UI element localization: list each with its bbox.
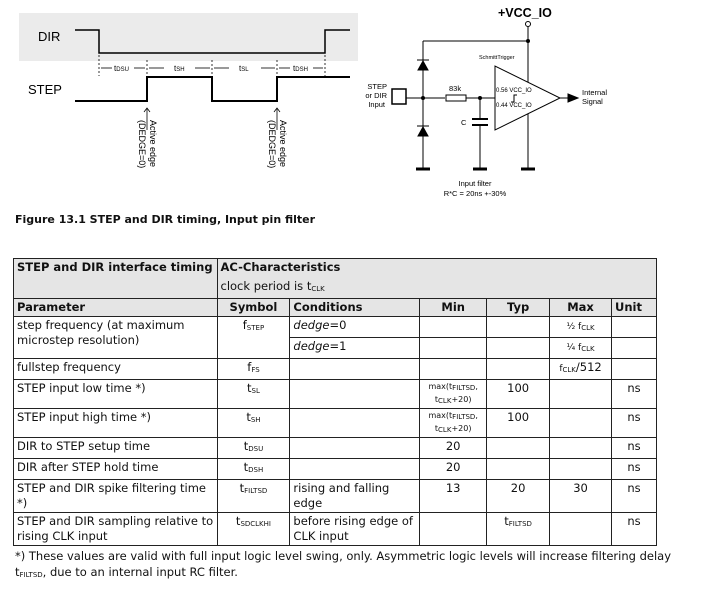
cell-condition: before rising edge of CLK input bbox=[289, 512, 421, 546]
cell-parameter: fullstep frequency bbox=[13, 358, 218, 380]
cell-parameter: STEP input high time *) bbox=[13, 408, 218, 438]
figure-caption: Figure 13.1 STEP and DIR timing, Input p… bbox=[15, 213, 316, 226]
header-symbol: Symbol bbox=[216, 298, 291, 317]
cell-max: fCLK/512 bbox=[549, 358, 612, 380]
cell-unit: ns bbox=[610, 379, 658, 409]
input-label-2: or DIR bbox=[365, 91, 387, 100]
dedge-label-2: (DEDGE=0) bbox=[267, 120, 277, 168]
cell-unit: ns bbox=[610, 437, 658, 459]
capacitor-label: C bbox=[461, 118, 467, 127]
table-row: STEP input high time *)tSH max(tFILTSD,tC… bbox=[13, 408, 658, 438]
input-label-3: Input bbox=[368, 100, 386, 109]
vcc-label: +VCC_IO bbox=[498, 6, 552, 20]
table-row: STEP input low time *)tSL max(tFILTSD,tCL… bbox=[13, 379, 658, 409]
output-label-2: Signal bbox=[582, 97, 603, 106]
filter-label-2: R*C = 20ns +-30% bbox=[444, 189, 507, 198]
timing-diagram bbox=[19, 13, 358, 130]
resistor-label: 83k bbox=[449, 84, 461, 93]
active-edge-label-1: Active edge bbox=[148, 120, 158, 167]
cell-symbol: tSL bbox=[216, 379, 291, 409]
dedge-label-1: (DEDGE=0) bbox=[137, 120, 147, 168]
cell-min: 20 bbox=[419, 437, 488, 459]
cell-min: max(tFILTSD,tCLK+20) bbox=[419, 408, 488, 438]
t-sh-label: tSH bbox=[174, 64, 185, 73]
output-label-1: Internal bbox=[582, 88, 607, 97]
table-row: STEP and DIR sampling relative to rising… bbox=[13, 512, 658, 546]
active-edge-label-2: Active edge bbox=[278, 120, 288, 167]
cell-max: ¼ fCLK bbox=[549, 337, 612, 359]
table-row: STEP and DIR spike filtering time *)tFIL… bbox=[13, 479, 658, 513]
dir-signal bbox=[75, 29, 350, 54]
step-label: STEP bbox=[28, 82, 62, 97]
input-label-1: STEP bbox=[367, 82, 387, 91]
step-signal bbox=[75, 76, 350, 102]
cell-typ: 100 bbox=[486, 379, 551, 409]
t-dsh-label: tDSH bbox=[293, 64, 308, 73]
cell-min: 20 bbox=[419, 458, 488, 480]
cell-symbol: tDSH bbox=[216, 458, 291, 480]
cell-symbol: tSH bbox=[216, 408, 291, 438]
header-max: Max bbox=[549, 298, 612, 317]
cell-unit: ns bbox=[610, 479, 658, 513]
cell-condition: dedge=1 bbox=[289, 337, 421, 359]
header-parameter: Parameter bbox=[13, 298, 218, 317]
cell-max: ½ fCLK bbox=[549, 316, 612, 338]
cell-parameter: DIR to STEP setup time bbox=[13, 437, 218, 459]
cell-symbol: fFS bbox=[216, 358, 291, 380]
cell-min: max(tFILTSD,tCLK+20) bbox=[419, 379, 488, 409]
cell-max: 30 bbox=[549, 479, 612, 513]
filter-label-1: Input filter bbox=[459, 179, 492, 188]
threshold-high: 0.56 VCC_IO bbox=[496, 88, 532, 94]
header-typ: Typ bbox=[486, 298, 551, 317]
cell-symbol: tSDCLKHI bbox=[216, 512, 291, 546]
cell-parameter: STEP input low time *) bbox=[13, 379, 218, 409]
cell-typ: 100 bbox=[486, 408, 551, 438]
table-row: step frequency (at maximum microstep res… bbox=[13, 316, 658, 359]
input-filter-circuit bbox=[391, 21, 580, 171]
cell-typ: tFILTSD bbox=[486, 512, 551, 546]
t-sl-label: tSL bbox=[239, 64, 249, 73]
header-conditions: Conditions bbox=[289, 298, 421, 317]
cell-parameter: DIR after STEP hold time bbox=[13, 458, 218, 480]
cell-typ: 20 bbox=[486, 479, 551, 513]
cell-parameter: STEP and DIR sampling relative to rising… bbox=[13, 512, 218, 546]
schmitt-trigger-label: SchmittTrigger bbox=[479, 55, 515, 61]
cell-symbol: tFILTSD bbox=[216, 479, 291, 513]
cell-unit: ns bbox=[610, 408, 658, 438]
threshold-low: 0.44 VCC_IO bbox=[496, 103, 532, 109]
header-min: Min bbox=[419, 298, 488, 317]
cell-parameter: step frequency (at maximum microstep res… bbox=[13, 316, 218, 359]
cell-condition: rising and falling edge bbox=[289, 479, 421, 513]
figure-timing-and-filter: DIR STEP tDSU tSH tSL tDSH Active edge (… bbox=[19, 6, 607, 198]
dir-label: DIR bbox=[38, 29, 60, 44]
cell-condition: dedge=0 bbox=[289, 316, 421, 338]
t-dsu-label: tDSU bbox=[114, 64, 129, 73]
cell-parameter: STEP and DIR spike filtering time *) bbox=[13, 479, 218, 513]
cell-symbol: fSTEP bbox=[216, 316, 291, 359]
header-unit: Unit bbox=[610, 298, 658, 317]
cell-unit: ns bbox=[610, 458, 658, 480]
cell-unit: ns bbox=[610, 512, 658, 546]
cell-symbol: tDSU bbox=[216, 437, 291, 459]
footnote: *) These values are valid with full inpu… bbox=[15, 549, 672, 579]
cell-min: 13 bbox=[419, 479, 488, 513]
table-title: STEP and DIR interface timing bbox=[13, 258, 218, 299]
